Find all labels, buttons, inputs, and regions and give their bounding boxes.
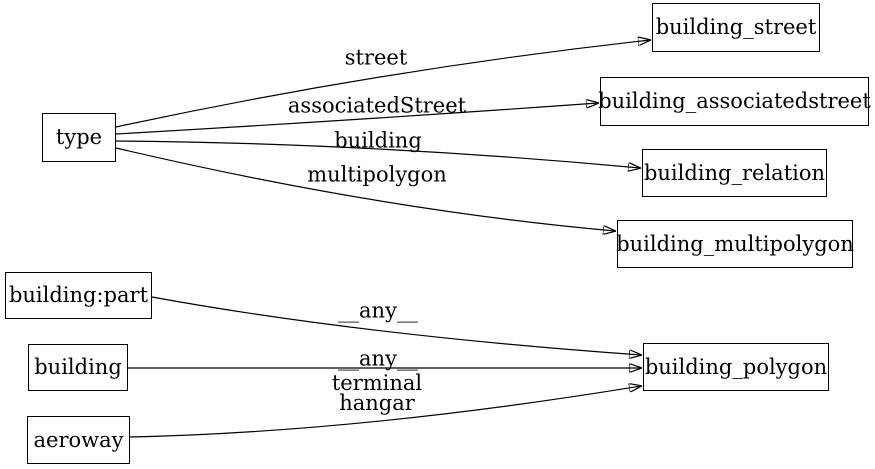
edge-aeroway-building_polygon <box>129 386 641 438</box>
edge-label-any-1: __any__ <box>338 298 418 323</box>
edge-label-hangar: hangar <box>339 391 415 415</box>
edge-label-multipolygon: multipolygon <box>307 162 447 187</box>
node-building-polygon: building_polygon <box>643 343 829 391</box>
edge-type-building_street <box>115 40 650 128</box>
node-building-street: building_street <box>652 3 820 52</box>
edge-type-building_relation <box>115 140 640 168</box>
edge-label-building: building <box>334 128 422 153</box>
node-building-multipolygon: building_multipolygon <box>616 220 854 268</box>
node-building-part: building:part <box>5 272 152 319</box>
edge-label-terminal-hangar: terminal hangar <box>331 371 423 415</box>
edge-buildingpart-building_polygon <box>151 296 641 355</box>
edge-type-building_multipolygon <box>115 147 615 231</box>
node-aeroway: aeroway <box>27 416 130 464</box>
node-building-associatedstreet: building_associatedstreet <box>598 77 871 126</box>
node-building-relation: building_relation <box>642 149 827 197</box>
node-type: type <box>42 113 116 162</box>
edge-label-associatedstreet: associatedStreet <box>287 93 467 118</box>
edge-label-street: street <box>344 45 408 70</box>
node-building: building <box>28 344 128 391</box>
edge-type-building_associatedstreet <box>115 103 598 135</box>
edge-label-terminal: terminal <box>331 371 423 395</box>
edge-label-any-2: __any__ <box>338 346 418 371</box>
